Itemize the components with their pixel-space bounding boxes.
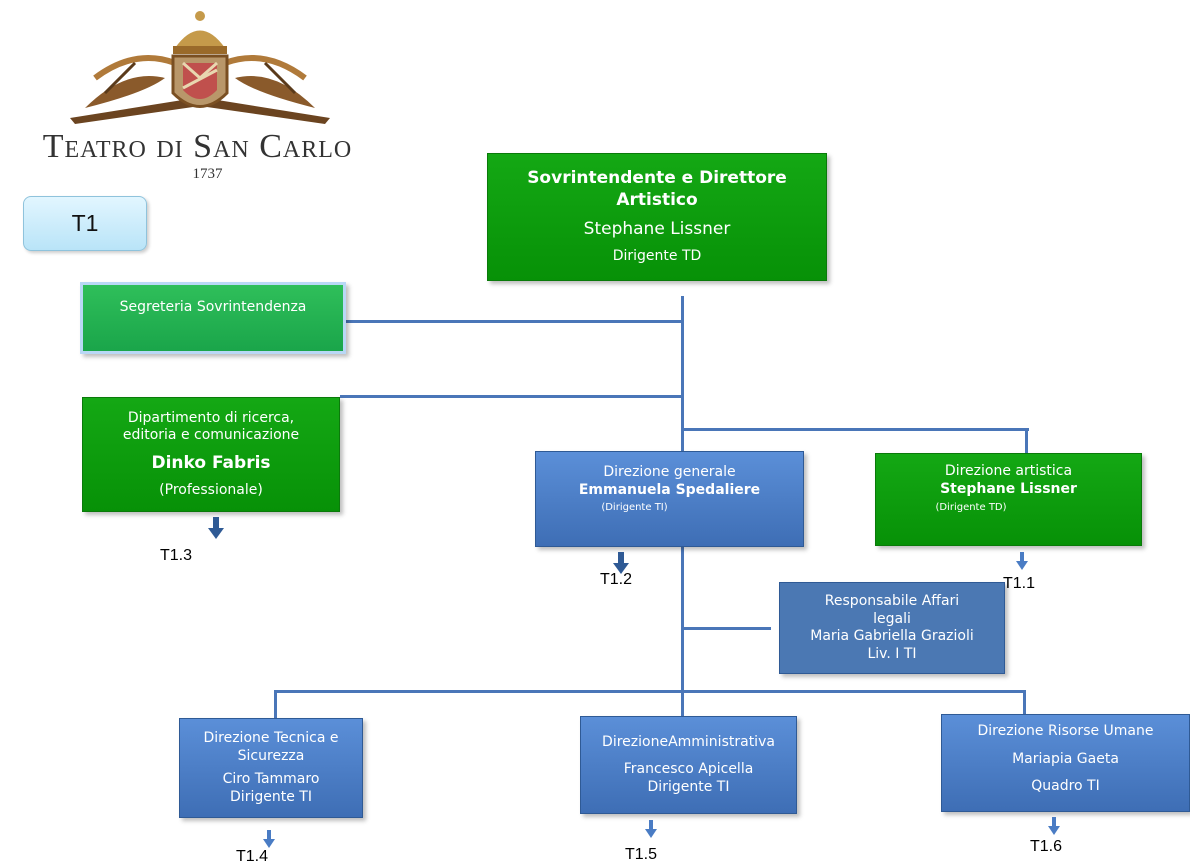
node-direzione-risorse-title: Direzione Risorse Umane [977, 723, 1154, 739]
node-direzione-artistica: Direzione artistica Stephane Lissner (Di… [875, 453, 1142, 546]
connector-lower-horizontal [274, 690, 1026, 693]
node-direzione-artistica-name: Stephane Lissner [940, 480, 1077, 497]
node-direzione-risorse-role: Quadro TI [1031, 778, 1100, 794]
node-direzione-generale-role: (Dirigente TI) [601, 502, 668, 513]
section-tag: T1 [23, 196, 147, 251]
node-affari-legali-role: Liv. I TI [867, 645, 917, 662]
node-direzione-tecnica: Direzione Tecnica e Sicurezza Ciro Tamma… [179, 718, 363, 818]
node-segreteria-title: Segreteria Sovrintendenza [119, 299, 307, 315]
connector-tecnica-drop [274, 690, 277, 718]
node-direzione-tecnica-name: Ciro Tammaro [222, 771, 320, 787]
logo-year: 1737 [192, 166, 223, 182]
node-direzione-artistica-title: Direzione artistica [944, 463, 1073, 479]
connector-segreteria [345, 320, 683, 323]
ref-label-t1-5: T1.5 [625, 846, 658, 863]
node-affari-legali-name: Maria Gabriella Grazioli [810, 628, 974, 644]
node-direzione-tecnica-title-2: Sicurezza [237, 747, 305, 764]
ref-label-t1-2: T1.2 [600, 571, 633, 588]
connector-dipartimento [340, 395, 683, 398]
node-dipartimento: Dipartimento di ricerca, editoria e comu… [82, 397, 340, 512]
node-direzione-generale-title: Direzione generale [603, 464, 736, 480]
node-segreteria: Segreteria Sovrintendenza [80, 282, 346, 354]
ref-label-t1-1: T1.1 [1003, 575, 1036, 592]
node-sovrintendente-role: Dirigente TD [612, 248, 702, 265]
logo-title: Teatro di San Carlo [42, 128, 353, 165]
node-direzione-amministrativa-name: Francesco Apicella [623, 761, 754, 778]
theatre-crest-image [70, 11, 330, 124]
node-dipartimento-name: Dinko Fabris [151, 452, 271, 473]
node-direzione-artistica-role: (Dirigente TD) [935, 502, 1007, 513]
node-sovrintendente-name: Stephane Lissner [583, 218, 731, 239]
node-direzione-amministrativa-role: Dirigente TI [647, 778, 730, 795]
arrow-down-icon [263, 830, 275, 848]
connector-artistica-drop [1025, 428, 1028, 453]
arrow-down-icon [645, 820, 657, 838]
logo: Teatro di San Carlo 1737 [10, 8, 390, 188]
node-direzione-amministrativa: DirezioneAmministrativa Francesco Apicel… [580, 716, 797, 814]
connector-upper-horizontal [681, 428, 1029, 431]
arrow-down-icon [1016, 552, 1028, 570]
ref-label-t1-4: T1.4 [236, 848, 269, 865]
node-direzione-risorse-name: Mariapia Gaeta [1012, 750, 1119, 767]
section-tag-label: T1 [71, 210, 99, 237]
node-dipartimento-title-1: Dipartimento di ricerca, [127, 409, 295, 426]
node-direzione-generale: Direzione generale Emmanuela Spedaliere … [535, 451, 804, 547]
node-affari-legali-title-2: legali [873, 610, 911, 627]
node-affari-legali: Responsabile Affari legali Maria Gabriel… [779, 582, 1005, 674]
ref-label-t1-3: T1.3 [160, 547, 193, 564]
node-direzione-tecnica-role: Dirigente TI [230, 788, 312, 805]
node-affari-legali-title-1: Responsabile Affari [824, 593, 960, 609]
node-direzione-risorse: Direzione Risorse Umane Mariapia Gaeta Q… [941, 714, 1190, 812]
node-dipartimento-role: (Professionale) [159, 481, 263, 498]
node-dipartimento-title-2: editoria e comunicazione [122, 427, 300, 444]
node-direzione-amministrativa-title: DirezioneAmministrativa [602, 733, 775, 750]
node-direzione-tecnica-title-1: Direzione Tecnica e [203, 730, 339, 746]
node-sovrintendente-title: Sovrintendente e Direttore Artistico [527, 168, 787, 210]
node-sovrintendente: Sovrintendente e Direttore Artistico Ste… [487, 153, 827, 281]
arrow-down-icon [1048, 817, 1060, 835]
connector-legali [681, 627, 771, 630]
arrow-down-icon [613, 552, 629, 574]
arrow-down-icon [208, 517, 224, 539]
node-direzione-generale-name: Emmanuela Spedaliere [578, 481, 761, 498]
connector-risorse-drop [1023, 690, 1026, 715]
ref-label-t1-6: T1.6 [1030, 838, 1063, 855]
